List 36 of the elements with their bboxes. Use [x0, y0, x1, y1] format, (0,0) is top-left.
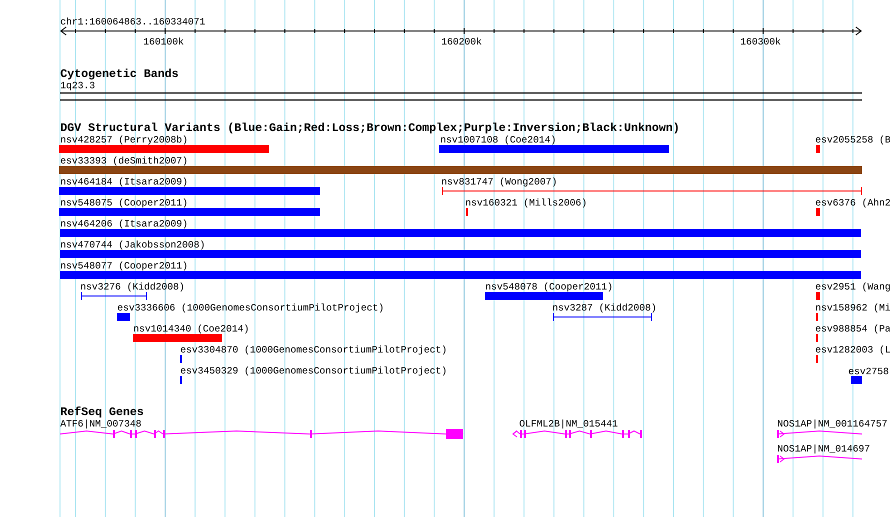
variant-label: esv3304870 (1000GenomesConsortiumPilotProject) — [180, 346, 446, 354]
tick-label: 160300k — [740, 37, 780, 45]
variant-label: nsv3276 (Kidd2008) — [81, 282, 184, 292]
variant-label: esv2951 (Wang — [816, 282, 890, 292]
variant-label: nsv428257 (Perry2008b) — [61, 136, 186, 144]
gene-label: ATF6|NM_007348 — [60, 420, 141, 428]
variant-label: esv2055258 (B — [816, 136, 890, 144]
variant-label: nsv464206 (Itsara2009) — [61, 220, 186, 228]
variant-label: nsv158962 (Mi — [816, 304, 890, 312]
variant-label: esv6376 (Ahn2 — [816, 198, 890, 208]
variant-label: esv2758 — [848, 368, 888, 374]
variant-label: esv3450329 (1000GenomesConsortiumPilotProject) — [180, 366, 446, 376]
variant-label: nsv548075 (Cooper2011) — [61, 198, 186, 208]
variant-label: nsv548078 (Cooper2011) — [486, 282, 612, 292]
track-heading: DGV Structural Variants (Blue:Gain;Red:Loss;Brown:Complex;Purple:Inversion;Black:Unknown) — [61, 122, 678, 134]
variant-label: nsv548077 (Cooper2011) — [61, 262, 186, 270]
variant-label: nsv1007108 (Coe2014) — [441, 136, 555, 144]
variant-label: esv3336606 (1000GenomesConsortiumPilotProject) — [118, 304, 382, 312]
variant-label: nsv160321 (Mills2006) — [466, 198, 586, 208]
variant-label: esv988854 (Pa — [816, 324, 890, 334]
variant-label: nsv1014340 (Coe2014) — [134, 324, 248, 334]
variant-label: esv33393 (deSmith2007) — [60, 156, 186, 166]
variant-label: nsv470744 (Jakobsson2008) — [61, 240, 204, 250]
variant-label: esv1282003 (L — [816, 346, 890, 354]
coordinate-label: chr1:160064863..160334071 — [60, 17, 205, 25]
variant-label: nsv831747 (Wong2007) — [442, 178, 556, 186]
gene-label: NOS1AP|NM_001164757 — [778, 420, 887, 428]
tick-label: 160200k — [442, 37, 482, 45]
variant-label: nsv3287 (Kidd2008) — [553, 304, 656, 312]
track-heading: Cytogenetic Bands — [60, 68, 178, 80]
variant-label: nsv464184 (Itsara2009) — [61, 178, 186, 186]
gene-label: NOS1AP|NM_014697 — [778, 444, 870, 454]
gene-label: OLFML2B|NM_015441 — [520, 420, 618, 428]
tick-label: 160100k — [144, 37, 184, 45]
band-label: 1q23.3 — [60, 82, 94, 90]
track-heading: RefSeq Genes — [61, 406, 144, 418]
